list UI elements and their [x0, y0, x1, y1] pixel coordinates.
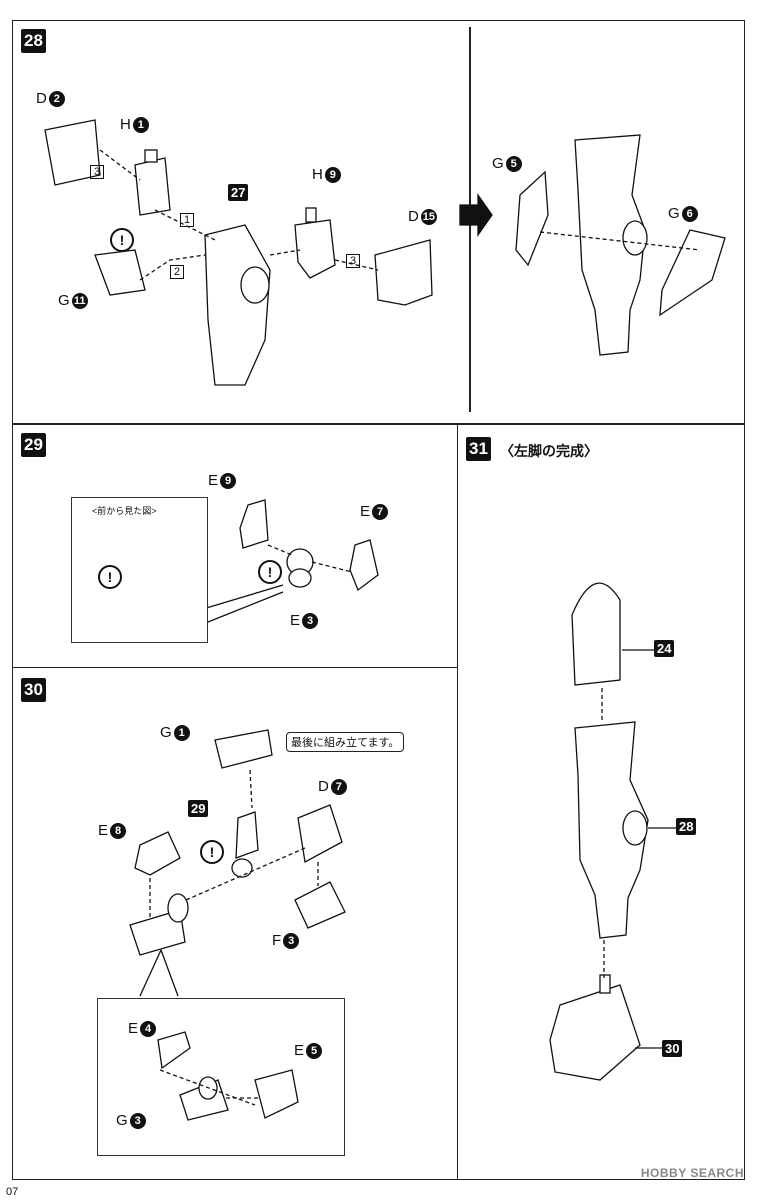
- ref-29: 29: [188, 800, 209, 817]
- ref-30: 30: [662, 1040, 683, 1057]
- assembly-note: 最後に組み立てます。: [286, 732, 405, 752]
- part-e5: [254, 1069, 299, 1119]
- part-e7: [349, 539, 379, 592]
- assembled-joint-31: [622, 810, 648, 846]
- step-31-panel: 31 〈左脚の完成〉: [457, 424, 745, 1180]
- warning-icon-28: !: [110, 228, 134, 252]
- page-number: 07: [6, 1186, 19, 1198]
- part-27-joint: [240, 266, 270, 304]
- part-f3: [294, 881, 346, 929]
- part-29-sub: [235, 811, 259, 859]
- next-arrow: [459, 192, 493, 238]
- assembled-leg-31: [574, 721, 649, 939]
- ref-28: 28: [676, 818, 697, 835]
- part-h9-pin: [305, 207, 317, 223]
- part-d7: [297, 804, 343, 864]
- part-27-leg: [204, 224, 271, 386]
- step-31-title: 〈左脚の完成〉: [500, 443, 598, 459]
- step-31-badge: 31: [466, 437, 491, 461]
- part-g6: [659, 229, 726, 317]
- watermark: HOBBY SEARCH: [640, 1166, 744, 1180]
- callout-title: <前から見た図>: [92, 506, 157, 516]
- part-e9: [239, 499, 269, 549]
- step-29-callout: <前から見た図>: [71, 497, 208, 643]
- part-g5: [515, 170, 549, 267]
- order-mark-3a: 3: [90, 165, 105, 179]
- part-h1-top: [144, 149, 158, 163]
- order-mark-2: 2: [170, 265, 185, 279]
- step-30-badge: 30: [21, 678, 46, 702]
- step-29-badge: 29: [21, 433, 46, 457]
- part-e8: [134, 831, 181, 876]
- part-g11: [94, 249, 146, 296]
- part-e4: [157, 1031, 191, 1070]
- order-mark-3b: 3: [346, 254, 361, 268]
- warning-icon-29b: !: [258, 560, 282, 584]
- part-g1: [214, 729, 273, 769]
- warning-icon-29a: !: [98, 565, 122, 589]
- step-30-callout: [97, 998, 345, 1156]
- part-d2: [44, 119, 101, 186]
- step-28-badge: 28: [21, 29, 46, 53]
- ref-27: 27: [228, 184, 249, 201]
- assembled-joint-28: [622, 220, 648, 256]
- warning-icon-30: !: [200, 840, 224, 864]
- part-foot-base: [129, 909, 186, 956]
- part-24-shell: [571, 582, 621, 686]
- assembled-leg-28: [574, 134, 646, 356]
- part-h9: [294, 219, 336, 279]
- step-29-panel: 29 <前から見た図>: [12, 424, 458, 668]
- order-mark-1: 1: [180, 213, 195, 227]
- foot-assembly-30: [549, 984, 641, 1081]
- ref-24: 24: [654, 640, 675, 657]
- part-d15: [374, 239, 433, 306]
- part-h1: [134, 157, 171, 216]
